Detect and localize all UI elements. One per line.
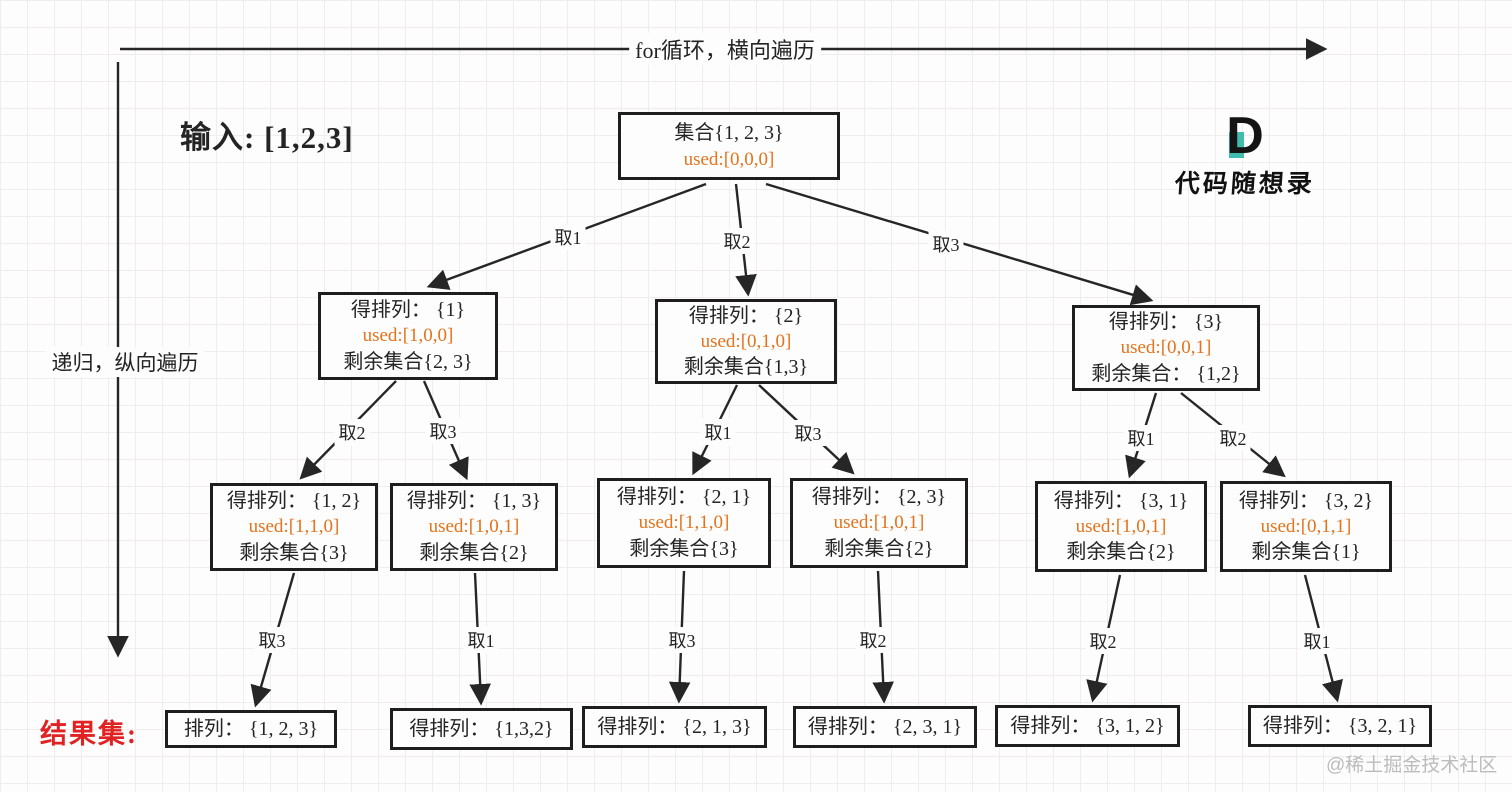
node-used-text: used:[1,0,1] bbox=[1075, 515, 1167, 537]
watermark: @稀土掘金技术社区 bbox=[1326, 755, 1498, 776]
result-node-1: 得排列： {1,3,2} bbox=[390, 708, 573, 750]
edge-label: 取1 bbox=[1123, 425, 1159, 451]
edge-label: 取3 bbox=[790, 420, 826, 446]
node-perm-text: 得排列： {1, 3} bbox=[406, 490, 542, 513]
result-node-0: 排列： {1, 2, 3} bbox=[165, 710, 337, 748]
result-text: 得排列： {3, 2, 1} bbox=[1262, 714, 1418, 737]
edge-label: 取2 bbox=[855, 627, 891, 653]
node-used-text: used:[1,0,1] bbox=[833, 512, 925, 534]
node-rest-text: 剩余集合{2, 3} bbox=[343, 350, 473, 373]
tree-node-l3-1: 得排列： {1, 3} used:[1,0,1] 剩余集合{2} bbox=[390, 483, 558, 571]
tree-node-root: 集合{1, 2, 3} used:[0,0,0] bbox=[618, 112, 840, 180]
result-node-2: 得排列： {2, 1, 3} bbox=[582, 706, 767, 748]
result-text: 得排列： {2, 1, 3} bbox=[597, 715, 752, 738]
node-set-text: 集合{1, 2, 3} bbox=[674, 122, 784, 145]
node-used-text: used:[0,0,0] bbox=[683, 148, 775, 170]
tree-node-l2-0: 得排列： {1} used:[1,0,0] 剩余集合{2, 3} bbox=[318, 292, 498, 380]
node-rest-text: 剩余集合{3} bbox=[239, 541, 349, 564]
edge-label: 取3 bbox=[254, 627, 290, 653]
logo-teal-block bbox=[1229, 132, 1245, 158]
result-node-4: 得排列： {3, 1, 2} bbox=[995, 705, 1180, 747]
node-used-text: used:[0,1,0] bbox=[700, 330, 792, 352]
tree-node-l3-0: 得排列： {1, 2} used:[1,1,0] 剩余集合{3} bbox=[210, 483, 378, 571]
edge-label-take3: 取3 bbox=[928, 231, 964, 257]
edge-label: 取1 bbox=[463, 627, 499, 653]
edge-label: 取2 bbox=[1215, 425, 1251, 451]
node-perm-text: 得排列： {2, 3} bbox=[811, 486, 947, 509]
logo-letter: D bbox=[1226, 107, 1264, 165]
edge-label-take1: 取1 bbox=[550, 224, 586, 250]
node-used-text: used:[1,1,0] bbox=[248, 516, 340, 538]
node-rest-text: 剩余集合{1,3} bbox=[683, 356, 809, 379]
left-arrow-label: 递归，纵向遍历 bbox=[45, 347, 205, 377]
tree-node-l2-2: 得排列： {3} used:[0,0,1] 剩余集合： {1,2} bbox=[1072, 305, 1260, 391]
result-text: 得排列： {3, 1, 2} bbox=[1010, 714, 1165, 737]
node-perm-text: 得排列： {3} bbox=[1108, 311, 1224, 334]
result-text: 得排列： {1,3,2} bbox=[409, 717, 554, 740]
tree-node-l3-3: 得排列： {2, 3} used:[1,0,1] 剩余集合{2} bbox=[790, 478, 968, 568]
tree-node-l2-1: 得排列： {2} used:[0,1,0] 剩余集合{1,3} bbox=[655, 299, 837, 384]
result-node-3: 得排列： {2, 3, 1} bbox=[793, 706, 977, 748]
node-rest-text: 剩余集合{1} bbox=[1251, 541, 1361, 564]
tree-node-l3-2: 得排列： {2, 1} used:[1,1,0] 剩余集合{3} bbox=[597, 478, 771, 568]
logo: D 代码随想录 bbox=[1170, 110, 1320, 200]
result-node-5: 得排列： {3, 2, 1} bbox=[1248, 705, 1432, 747]
node-rest-text: 剩余集合{3} bbox=[629, 537, 739, 560]
result-text: 得排列： {2, 3, 1} bbox=[807, 715, 963, 738]
node-perm-text: 得排列： {2, 1} bbox=[616, 486, 752, 509]
node-perm-text: 得排列： {1} bbox=[350, 299, 466, 322]
node-perm-text: 得排列： {3, 2} bbox=[1238, 489, 1374, 512]
result-set-label: 结果集: bbox=[40, 719, 138, 749]
node-perm-text: 得排列： {1, 2} bbox=[226, 490, 362, 513]
node-used-text: used:[0,1,1] bbox=[1260, 515, 1352, 537]
node-perm-text: 得排列： {2} bbox=[688, 304, 804, 327]
tree-node-l3-4: 得排列： {3, 1} used:[1,0,1] 剩余集合{2} bbox=[1035, 481, 1207, 572]
tree-node-l3-5: 得排列： {3, 2} used:[0,1,1] 剩余集合{1} bbox=[1220, 481, 1392, 572]
logo-d-mark: D bbox=[1226, 110, 1264, 162]
input-label: 输入: [1,2,3] bbox=[180, 120, 354, 155]
node-perm-text: 得排列： {3, 1} bbox=[1053, 489, 1189, 512]
edge-label-take2: 取2 bbox=[719, 228, 755, 254]
node-used-text: used:[1,0,0] bbox=[362, 325, 454, 347]
node-rest-text: 剩余集合{2} bbox=[419, 541, 529, 564]
edge-label: 取1 bbox=[700, 419, 736, 445]
node-rest-text: 剩余集合： {1,2} bbox=[1091, 362, 1241, 385]
top-arrow-label: for循环，横向遍历 bbox=[629, 33, 821, 65]
edge-label: 取2 bbox=[1085, 628, 1121, 654]
logo-text: 代码随想录 bbox=[1173, 171, 1316, 198]
edge-label: 取2 bbox=[334, 419, 370, 445]
result-text: 排列： {1, 2, 3} bbox=[183, 717, 319, 740]
node-rest-text: 剩余集合{2} bbox=[1066, 541, 1176, 564]
node-used-text: used:[0,0,1] bbox=[1120, 337, 1212, 359]
edge-label: 取1 bbox=[1299, 628, 1335, 654]
edge-label: 取3 bbox=[664, 627, 700, 653]
node-used-text: used:[1,0,1] bbox=[428, 516, 520, 538]
node-rest-text: 剩余集合{2} bbox=[824, 537, 934, 560]
node-used-text: used:[1,1,0] bbox=[638, 512, 730, 534]
edge-label: 取3 bbox=[425, 418, 461, 444]
